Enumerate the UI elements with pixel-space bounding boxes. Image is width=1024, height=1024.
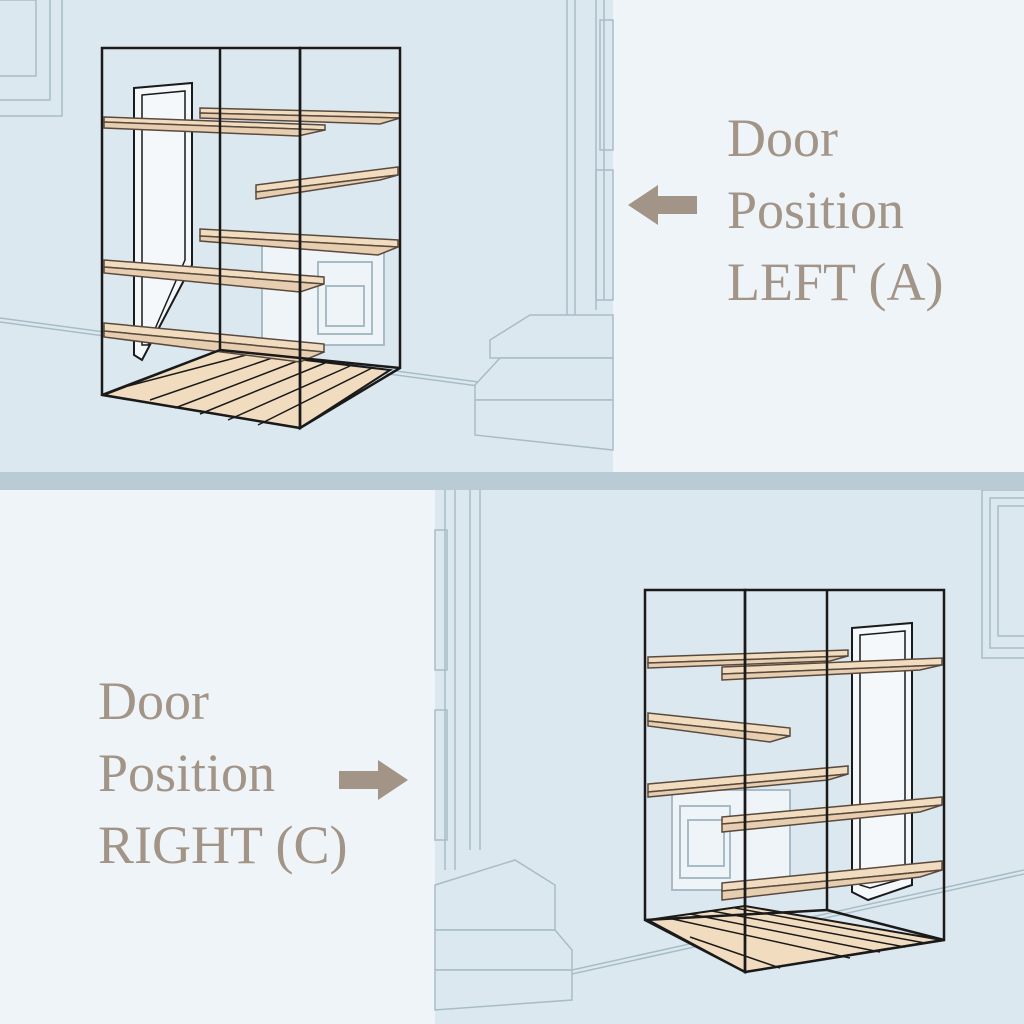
enclosure-door bbox=[851, 621, 913, 902]
label-line-1: Door bbox=[98, 671, 209, 731]
wall-window bbox=[981, 490, 1024, 659]
door-position-right-label: Door Position RIGHT (C) bbox=[98, 665, 348, 881]
label-line-3: LEFT (A) bbox=[727, 252, 944, 312]
enclosure-frame bbox=[643, 588, 946, 975]
cat-flap bbox=[261, 244, 385, 346]
enclosure-frame bbox=[100, 46, 402, 431]
shelves bbox=[647, 649, 943, 901]
text-background bbox=[613, 0, 1024, 472]
text-background bbox=[0, 490, 435, 1024]
scene-door-right bbox=[0, 490, 1024, 1024]
panel-divider bbox=[0, 472, 1024, 490]
label-line-3: RIGHT (C) bbox=[98, 815, 348, 875]
wall-window bbox=[0, 0, 63, 117]
steps bbox=[474, 314, 614, 451]
scene-door-left bbox=[0, 0, 1024, 472]
cat-flap bbox=[671, 789, 791, 891]
arrow-right-icon bbox=[339, 760, 408, 800]
door-position-left-label: Door Position LEFT (A) bbox=[727, 102, 943, 318]
label-line-2: Position bbox=[98, 743, 276, 803]
label-line-2: Position bbox=[727, 180, 905, 240]
house-door-frame bbox=[434, 490, 481, 870]
enclosure-door bbox=[133, 81, 193, 362]
steps bbox=[434, 859, 573, 1011]
arrow-left-icon bbox=[628, 185, 697, 225]
label-line-1: Door bbox=[727, 108, 838, 168]
house-door-frame bbox=[566, 0, 614, 330]
